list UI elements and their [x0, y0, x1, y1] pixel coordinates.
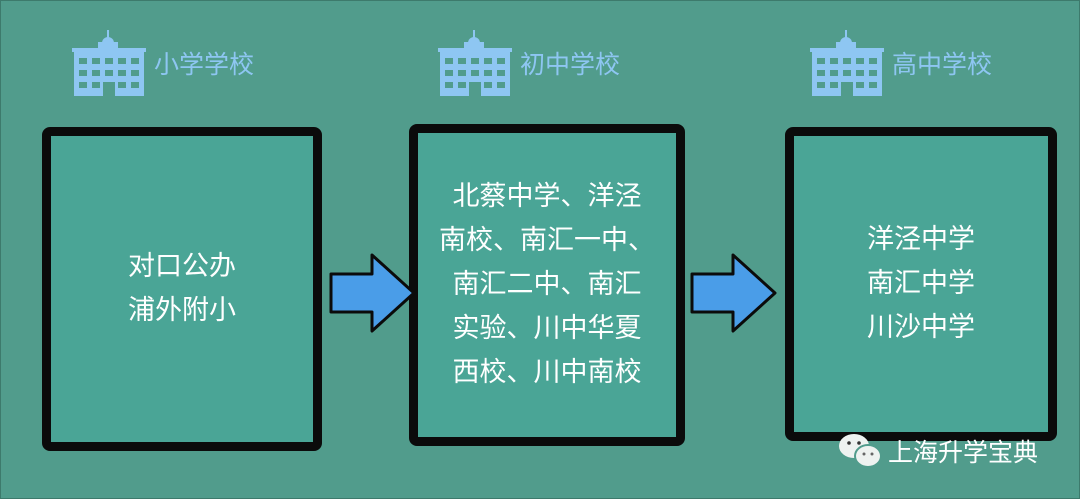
high-school-heading: 高中学校	[808, 30, 992, 96]
middle-school-box: 北蔡中学、洋泾 南校、南汇一中、 南汇二中、南汇 实验、川中华夏 西校、川中南校	[409, 124, 685, 446]
primary-school-box: 对口公办 浦外附小	[42, 127, 322, 451]
school-building-icon	[72, 30, 146, 96]
school-building-icon	[438, 30, 512, 96]
brand-watermark: 上海升学宝典	[838, 432, 1038, 470]
wechat-icon	[839, 434, 882, 468]
box-content: 北蔡中学、洋泾 南校、南汇一中、 南汇二中、南汇 实验、川中华夏 西校、川中南校	[439, 181, 655, 388]
arrow-right-icon	[690, 253, 777, 333]
middle-school-heading: 初中学校	[436, 30, 620, 96]
box-content: 对口公办 浦外附小	[128, 251, 236, 326]
arrow-right-icon	[329, 253, 416, 333]
heading-text: 初中学校	[520, 50, 621, 79]
brand-name: 上海升学宝典	[888, 438, 1039, 467]
heading-text: 高中学校	[892, 50, 993, 79]
primary-school-heading: 小学学校	[70, 30, 254, 96]
high-school-box: 洋泾中学 南汇中学 川沙中学	[785, 127, 1057, 441]
heading-text: 小学学校	[154, 50, 255, 79]
box-content: 洋泾中学 南汇中学 川沙中学	[867, 224, 975, 343]
school-building-icon	[810, 30, 884, 96]
